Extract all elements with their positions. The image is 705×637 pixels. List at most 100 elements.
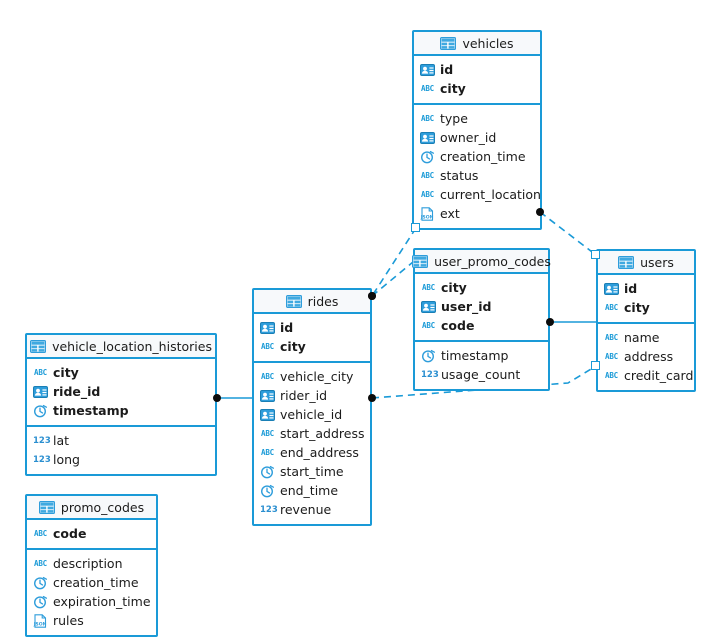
abc-icon: ABC (421, 113, 434, 123)
field-row-ext[interactable]: JSON ext (414, 204, 540, 223)
svg-text:JSON: JSON (420, 214, 434, 220)
field-label: address (624, 349, 674, 364)
123-icon: 123 (421, 369, 439, 380)
table-grid-icon (440, 36, 457, 50)
relationship-square-marker-vehicles-rides-start (411, 223, 420, 232)
relationship-square-marker-rides-users-end (591, 361, 600, 370)
field-label: vehicle_id (280, 407, 343, 422)
field-row-rules[interactable]: JSON rules (27, 611, 156, 630)
field-row-address[interactable]: ABC address (598, 347, 694, 366)
table-header-users[interactable]: users (598, 251, 694, 275)
field-label: current_location (440, 187, 541, 202)
clock-icon (260, 465, 275, 479)
field-label: start_time (280, 464, 344, 479)
table-header-vehicles[interactable]: vehicles (414, 32, 540, 56)
table-grid-icon (38, 500, 55, 514)
field-row-vehicle_id[interactable]: vehicle_id (254, 405, 370, 424)
field-label: expiration_time (53, 594, 151, 609)
clock-icon (33, 404, 48, 418)
abc-icon: ABC (421, 83, 434, 93)
relationship-square-marker-vehicles-users-end (591, 250, 600, 259)
field-row-id[interactable]: id (414, 60, 540, 79)
field-row-id[interactable]: id (254, 318, 370, 337)
field-row-creation_time[interactable]: creation_time (27, 573, 156, 592)
abc-icon: ABC (34, 367, 47, 377)
123-icon: 123 (260, 504, 278, 515)
field-label: credit_card (624, 368, 694, 383)
field-row-credit_card[interactable]: ABC credit_card (598, 366, 694, 385)
relationship-line-rides-user_promo_codes (371, 261, 414, 297)
abc-icon: ABC (34, 528, 47, 538)
field-label: user_id (441, 299, 492, 314)
field-row-owner_id[interactable]: owner_id (414, 128, 540, 147)
table-header-vehicle_location_histories[interactable]: vehicle_location_histories (27, 335, 215, 359)
field-label: city (624, 300, 650, 315)
abc-icon: ABC (261, 428, 274, 438)
abc-icon: ABC (605, 351, 618, 361)
field-label: owner_id (440, 130, 497, 145)
field-row-timestamp[interactable]: timestamp (27, 401, 215, 420)
field-row-creation_time[interactable]: creation_time (414, 147, 540, 166)
id-card-icon (420, 131, 435, 145)
field-row-expiration_time[interactable]: expiration_time (27, 592, 156, 611)
field-label: ride_id (53, 384, 101, 399)
field-row-id[interactable]: id (598, 279, 694, 298)
table-header-user_promo_codes[interactable]: user_promo_codes (412, 250, 551, 274)
field-row-timestamp[interactable]: timestamp (415, 346, 548, 365)
abc-icon: ABC (605, 370, 618, 380)
clock-icon (260, 484, 275, 498)
id-card-icon (33, 385, 48, 399)
field-row-start_time[interactable]: start_time (254, 462, 370, 481)
field-label: ext (440, 206, 460, 221)
field-row-ride_id[interactable]: ride_id (27, 382, 215, 401)
field-label: id (440, 62, 454, 77)
field-row-type[interactable]: ABC type (414, 109, 540, 128)
table-grid-icon (285, 294, 302, 308)
relationship-dot-marker-vehicle_location_histories-rides-start (213, 394, 221, 402)
id-card-icon (420, 63, 435, 77)
field-label: start_address (280, 426, 365, 441)
table-header-rides[interactable]: rides (254, 290, 370, 314)
field-row-end_time[interactable]: end_time (254, 481, 370, 500)
table-header-promo_codes[interactable]: promo_codes (27, 496, 156, 520)
clock-icon (420, 150, 435, 164)
field-label: code (441, 318, 475, 333)
field-row-user_id[interactable]: user_id (415, 297, 548, 316)
field-label: rules (53, 613, 84, 628)
table-title: user_promo_codes (434, 253, 551, 269)
field-label: vehicle_city (280, 369, 354, 384)
field-row-rider_id[interactable]: rider_id (254, 386, 370, 405)
field-label: type (440, 111, 468, 126)
field-label: creation_time (440, 149, 526, 164)
svg-text:JSON: JSON (33, 621, 47, 627)
field-row-start_address[interactable]: ABC start_address (254, 424, 370, 443)
field-label: end_address (280, 445, 359, 460)
